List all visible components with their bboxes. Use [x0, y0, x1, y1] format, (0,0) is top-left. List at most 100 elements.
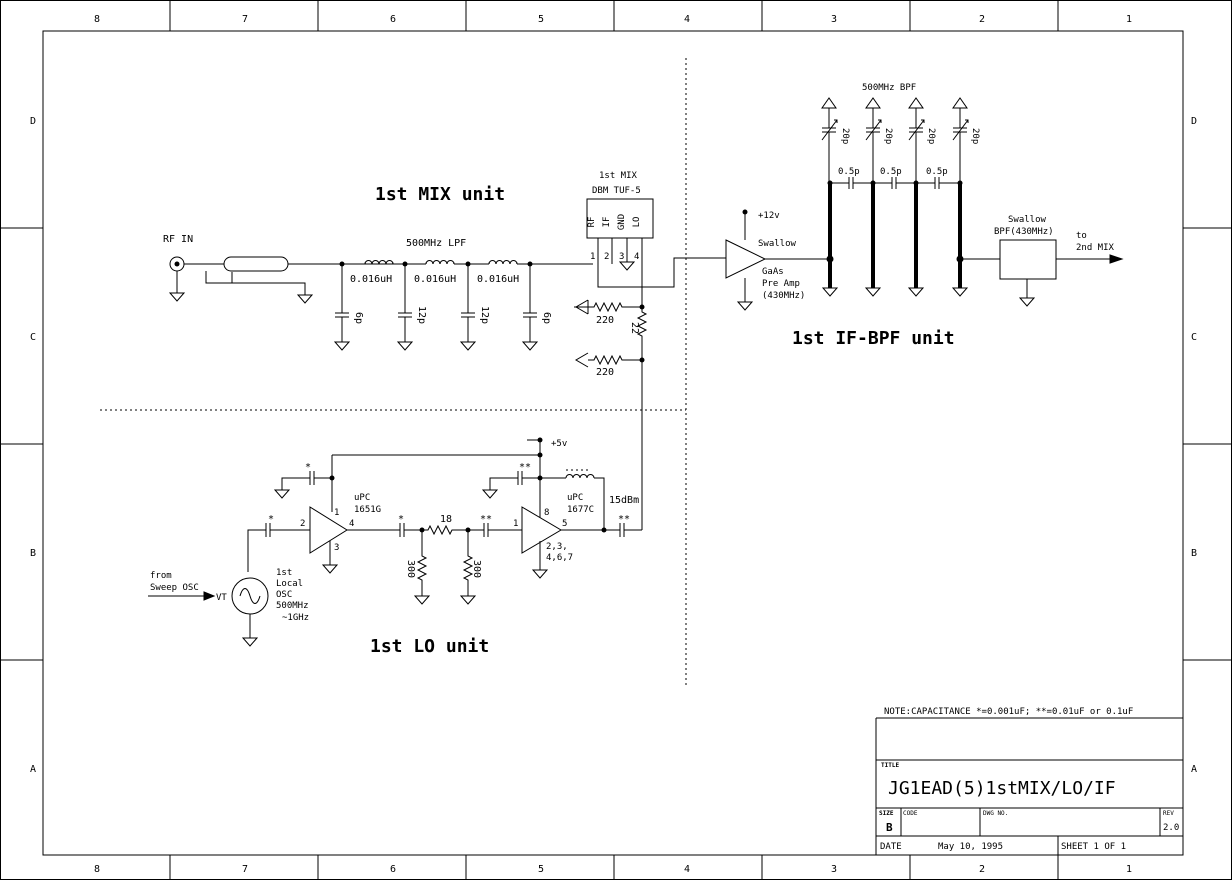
oscillator-label-line4: 500MHz: [276, 601, 309, 611]
vco-tune-pin-label: VT: [216, 593, 227, 603]
lpf-label: 500MHz LPF: [406, 238, 466, 249]
preamp-freq-label: (430MHz): [762, 291, 805, 301]
resistor-r220-lower-value: 220: [596, 367, 614, 378]
amp1-bypass-cap: [273, 471, 332, 499]
swallow-bpf-freq: BPF(430MHz): [994, 227, 1054, 237]
col-marker-8: 8: [94, 14, 100, 25]
col-marker-1: 1: [1126, 864, 1132, 875]
coupling-cap-1-value: 0.5p: [838, 167, 860, 177]
lo-input-cap-mark: *: [268, 514, 274, 525]
preamp-role-label: Pre Amp: [762, 279, 800, 289]
row-marker-c: C: [1191, 332, 1197, 343]
bpf-resonator-1: [821, 97, 839, 297]
col-marker-7: 7: [242, 864, 248, 875]
oscillator-ground: [241, 614, 259, 647]
capacitor-c1-shunt: [333, 261, 351, 351]
preamp-swallow-label: Swallow: [758, 239, 797, 249]
title-block: [875, 717, 1183, 855]
col-marker-5: 5: [538, 864, 544, 875]
resistor-r300-2-value: 300: [471, 560, 482, 578]
lo-amp-upc1677c-symbol: [521, 506, 562, 554]
mixer-pin-lo-label: LO: [632, 217, 642, 228]
col-marker-2: 2: [979, 14, 985, 25]
lo-amp1-pin2: 2: [300, 519, 305, 529]
col-marker-3: 3: [831, 14, 837, 25]
sine-wave-icon: [239, 588, 261, 604]
coupling-cap-2-value: 0.5p: [880, 167, 902, 177]
col-marker-8: 8: [94, 864, 100, 875]
trimmer-c3-value: 20p: [926, 128, 936, 144]
lo-unit-title: 1st LO unit: [370, 636, 489, 657]
capacitor-c4-value: 6p: [541, 312, 552, 324]
rf-choke-inductor: [565, 474, 595, 479]
inductor-l2-value: 0.016uH: [414, 274, 456, 285]
lo-amp1-ground: [321, 541, 339, 574]
coupling-cap-3-value: 0.5p: [926, 167, 948, 177]
row-marker-b: B: [1191, 548, 1197, 559]
swallow-bpf-ground: [1018, 279, 1036, 307]
lo-amp1-model-line2: 1651G: [354, 505, 381, 515]
mixer-pin4-number: 4: [634, 252, 639, 262]
row-marker-d: D: [1191, 116, 1197, 127]
resistor-r22: [636, 307, 648, 360]
lo-amp1-pin1: 1: [334, 508, 339, 518]
column-markers-bottom: 8 7 6 5 4 3 2 1: [94, 864, 1132, 875]
trimmer-c4-value: 20p: [970, 128, 980, 144]
column-markers-top: 8 7 6 5 4 3 2 1: [94, 14, 1132, 25]
drawing-date: May 10, 1995: [938, 842, 1003, 852]
rf-input-connector: [168, 256, 186, 302]
title-field-label: TITLE: [881, 762, 899, 769]
lo-amp2-ground: [531, 541, 549, 579]
mix-unit-title: 1st MIX unit: [375, 184, 505, 205]
trimmer-c1-value: 20p: [840, 128, 850, 144]
lo-amp2-ground-pins-line2: 4,6,7: [546, 553, 573, 563]
capacitor-c4-shunt: [521, 261, 539, 351]
row-marker-c: C: [30, 332, 36, 343]
coupling-cap-2: [873, 177, 919, 189]
date-field-label: DATE: [880, 842, 902, 852]
interstage-cap-2-mark: **: [480, 514, 492, 525]
mixer-lo-wire: [627, 238, 643, 531]
col-marker-7: 7: [242, 14, 248, 25]
mixer-if-output-wire: [597, 238, 726, 288]
resistor-r18: [422, 524, 468, 536]
mixer-pin-if-label: IF: [602, 217, 612, 228]
lo-amp2-pin1: 1: [513, 519, 518, 529]
resistor-r22-value: 22: [629, 322, 640, 334]
bpf-resonator-3: [907, 97, 925, 297]
inductor-l1-value: 0.016uH: [350, 274, 392, 285]
oscillator-label-line2: Local: [276, 579, 303, 589]
if-bpf-unit-title: 1st IF-BPF unit: [792, 328, 955, 349]
row-marker-a: A: [1191, 764, 1197, 775]
gaas-preamp-symbol: [725, 239, 767, 279]
col-marker-5: 5: [538, 14, 544, 25]
capacitor-c1-value: 6p: [353, 312, 364, 324]
inductor-l3-value: 0.016uH: [477, 274, 519, 285]
bpf-resonator-2: [864, 97, 882, 297]
capacitance-note: NOTE:CAPACITANCE *=0.001uF; **=0.01uF or…: [884, 707, 1133, 717]
lo-output-cap-mark: **: [618, 514, 630, 525]
lo-output-coupling-cap: [561, 523, 627, 537]
lo-amp2-pin5: 5: [562, 519, 567, 529]
col-marker-4: 4: [684, 14, 690, 25]
sheet-count: SHEET 1 OF 1: [1061, 842, 1126, 852]
output-destination-label: 2nd MIX: [1076, 243, 1115, 253]
lo-amp2-pin8: 8: [544, 508, 549, 518]
preamp-supply-label: +12v: [758, 211, 780, 221]
lo-amp-upc1651g-symbol: [309, 506, 348, 554]
row-marker-d: D: [30, 116, 36, 127]
mixer-pin-rf-label: RF: [587, 217, 597, 228]
oscillator-label-line3: OSC: [276, 590, 292, 600]
revision-value: 2.0: [1163, 823, 1179, 833]
mixer-pin2-number: 2: [604, 252, 609, 262]
mixer-part-number: DBM TUF-5: [592, 186, 641, 196]
resistor-r220-lower: [575, 352, 642, 368]
mixer-pin1-number: 1: [590, 252, 595, 262]
code-field-label: CODE: [903, 810, 918, 817]
bpf-resonator-4: [951, 97, 969, 297]
size-field-label: SIZE: [879, 810, 894, 817]
preamp-type-label: GaAs: [762, 267, 784, 277]
resistor-r18-value: 18: [440, 514, 452, 525]
